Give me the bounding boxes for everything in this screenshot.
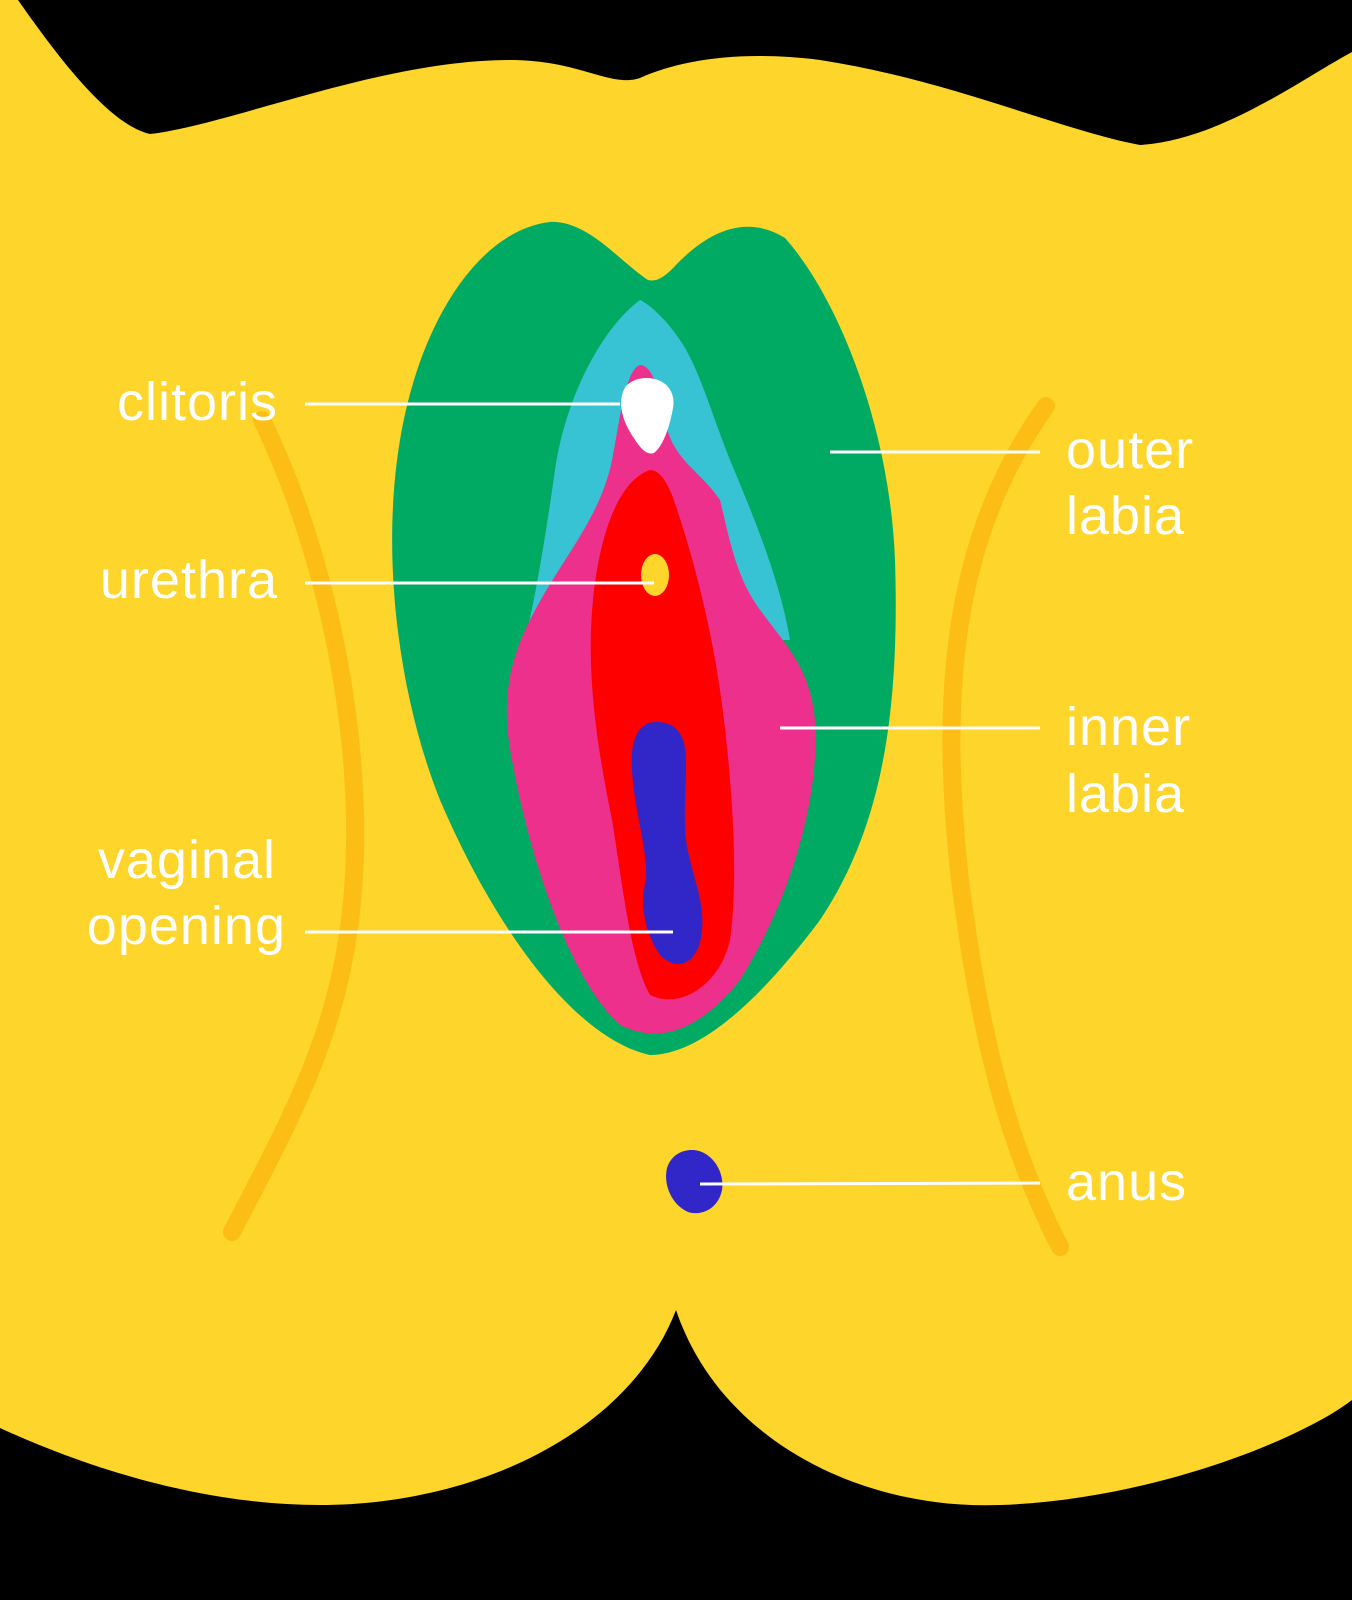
anus-leader-line — [699, 1181, 1041, 1186]
inner-labia-label-line1: inner — [1066, 697, 1191, 757]
left-thigh-crease — [223, 411, 365, 1241]
clitoris-shape — [621, 378, 674, 454]
right-thigh-crease — [942, 397, 1069, 1256]
urethra-label: urethra — [100, 550, 278, 610]
vaginal-opening-label-line1: vaginal — [98, 830, 276, 890]
anus-shape — [666, 1150, 723, 1214]
outer-labia-label-line1: outer — [1066, 420, 1194, 480]
clitoris-label: clitoris — [117, 372, 278, 432]
vaginal-opening-shape — [631, 722, 703, 965]
outer-labia-label-line2: labia — [1066, 486, 1185, 546]
inner-labia-label-line2: labia — [1066, 764, 1185, 824]
vaginal-opening-label-line2: opening — [87, 896, 286, 956]
urethra-shape — [641, 554, 669, 596]
anus-label: anus — [1066, 1152, 1187, 1212]
